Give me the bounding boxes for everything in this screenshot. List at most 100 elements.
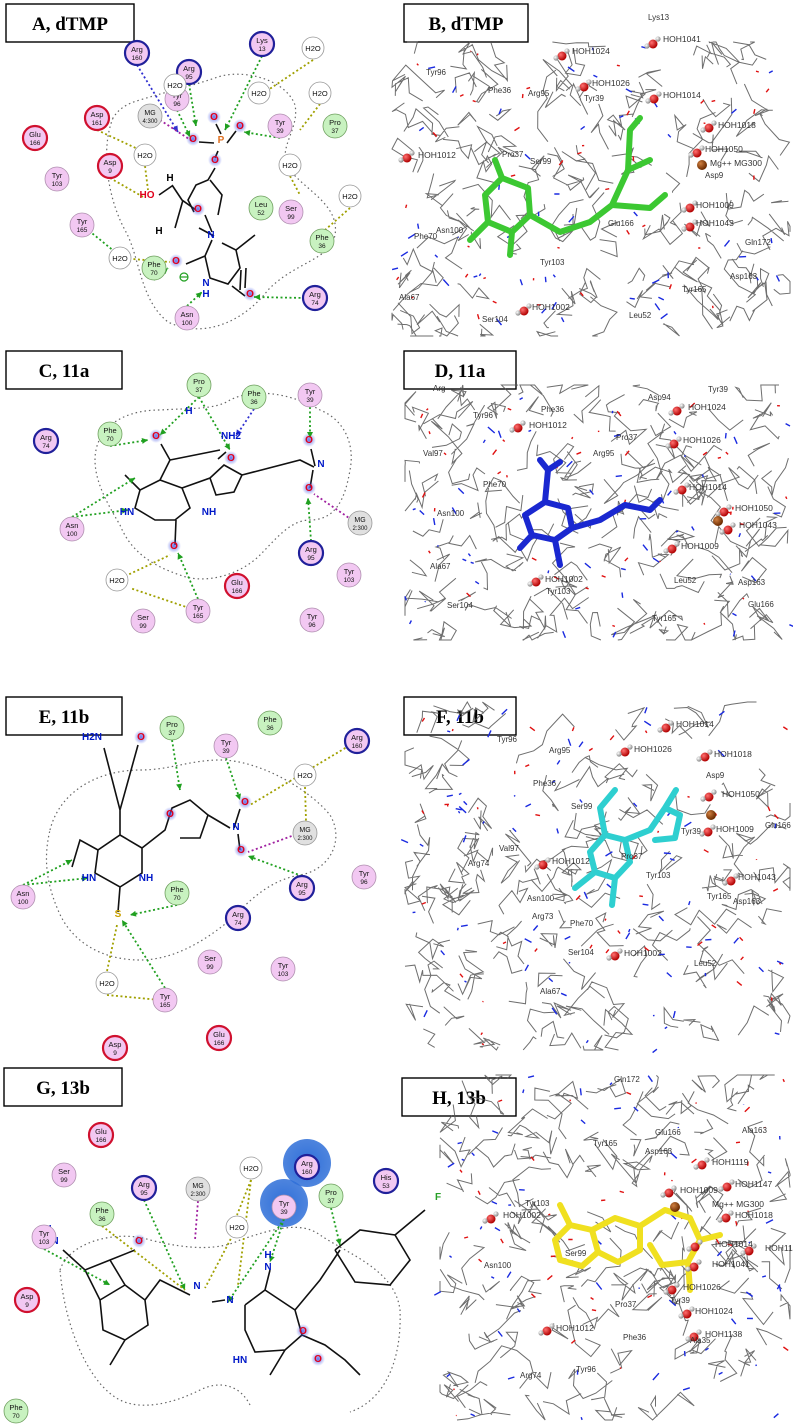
interaction-line [330,1207,342,1246]
structure-label: Pro37 [621,852,643,861]
atom-label: NH2 [221,431,241,442]
arrow-head [65,860,72,866]
structure-label: HOH1014 [689,482,727,492]
atom-exposure [234,843,248,857]
structure-label: Gln172 [614,1075,640,1084]
residue-name: Phe [263,715,276,724]
structure-label: Ala67 [540,987,561,996]
residue-arg-74: Arg74 [224,904,252,932]
water-ball [681,200,698,213]
atom-label: O [241,797,249,808]
structure-label: Val97 [499,844,519,853]
interaction-line [224,55,263,131]
water-hydrogen [520,420,526,426]
structure-label: Asp163 [738,578,766,587]
residue-disc [59,516,85,542]
water-hydrogen [704,1157,710,1163]
atom-label: O [137,732,145,743]
water-ball [616,744,633,757]
atom-exposure [167,539,181,553]
structure-label: HOH1018 [735,1210,773,1220]
structure-label: Asp94 [648,393,671,402]
structure-label: HOH1012 [529,420,567,430]
water-molecule: H2O [108,246,132,270]
atom-label: O [236,121,244,132]
water-hydrogen [663,1289,669,1295]
structure-label: Tyr96 [497,735,518,744]
residue-pro-37: Pro37 [159,715,185,741]
water-disc [301,36,325,60]
residue-name: Tyr [278,961,289,970]
structure-label: HOH1050 [705,144,743,154]
interaction-line [267,59,314,91]
water-oxygen [579,82,589,92]
structure-label: Asp9 [706,771,725,780]
residue-name: Tyr [39,1229,50,1238]
residue-number: 37 [195,387,203,394]
dashed-bond [186,291,203,307]
residue-tyr-39: Tyr39 [271,1194,297,1220]
water-ball [553,48,570,61]
water-oxygen [722,1182,732,1192]
interaction-line [225,757,241,801]
water-ball [665,436,682,449]
interaction-line [144,165,149,191]
water-label: H2O [137,151,153,160]
residue-number: 99 [139,623,147,630]
residue-name: Tyr [344,567,355,576]
water-ball [509,420,526,433]
water-disc [278,153,302,177]
structure-label: HOH1026 [683,435,721,445]
water-molecule: H2O [95,971,119,995]
residue-asn-100: Asn100 [10,884,36,910]
residue-tyr-39: Tyr39 [213,733,239,759]
residue-disc [270,956,296,982]
metal-id: 4:300 [142,119,158,125]
residue-number: 9 [113,1050,117,1057]
atom-label: HO [140,190,155,201]
structure-label: Pro37 [616,433,638,442]
residue-disc [223,572,251,600]
interaction-line [243,130,281,139]
residue-asp-9: Asp9 [13,1286,41,1314]
water-hydrogen [700,796,706,802]
residue-arg-74: Arg74 [301,284,329,312]
residue-name: Ser [137,613,149,622]
dashed-bond [109,439,149,447]
arrow-head [307,432,313,438]
water-disc [225,1215,249,1239]
water-ball [575,79,592,92]
atom-label: O [314,1354,322,1365]
dashed-bond [177,552,199,600]
metal-id: 2:300 [297,836,313,842]
water-molecule: H2O [247,81,271,105]
water-hydrogen [549,1323,555,1329]
interaction-lines [22,55,358,1303]
metal-disc [137,103,163,129]
residue-number: 9 [108,168,112,175]
water-hydrogen [733,873,739,879]
residue-phe-36: Phe36 [241,384,267,410]
structure-label: HOH1041 [712,1259,750,1269]
water-oxygen [664,1188,674,1198]
interaction-line [198,396,231,451]
residue-tyr-39: Tyr39 [297,382,323,408]
dashed-bond [71,509,129,518]
structure-label: HOH1024 [695,1306,733,1316]
water-ball [673,482,690,495]
water-hydrogen [729,1179,735,1185]
atom-exposure [132,1234,146,1248]
atom-exposure [302,433,316,447]
water-hydrogen [711,120,717,126]
residue-glu-166: Glu166 [205,1024,233,1052]
interaction-line [129,587,199,612]
interaction-line [22,875,89,886]
residue-tyr-103: Tyr103 [270,956,296,982]
interaction-line [159,396,200,436]
dashed-bond [236,1179,252,1216]
residue-name: Tyr [279,1199,290,1208]
water-hydrogen [527,581,533,587]
water-oxygen [672,406,682,416]
residue-number: 70 [150,270,158,277]
